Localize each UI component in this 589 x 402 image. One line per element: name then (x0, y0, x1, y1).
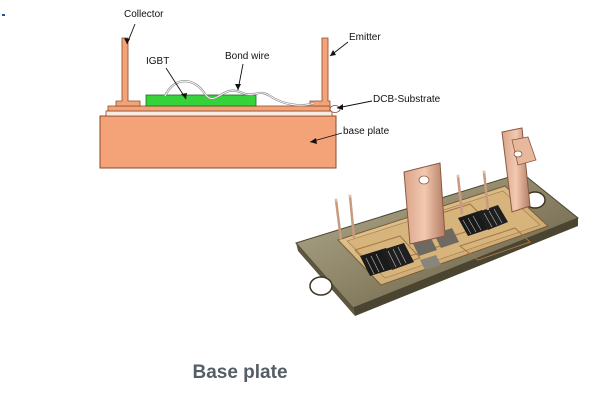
base-plate-arrowhead (310, 138, 317, 144)
bond-wire-highlight (164, 80, 315, 106)
mounting-hole-left (309, 276, 333, 296)
photo-center-terminal-hole (418, 175, 430, 185)
bond-wire-arrowhead (235, 84, 241, 90)
collector-label: Collector (124, 9, 164, 20)
decorative-mark (2, 14, 5, 16)
bond-wire-label: Bond wire (225, 51, 270, 62)
photo-control-pins (334, 171, 490, 241)
base-plate-label: base plate (343, 126, 390, 137)
dcb-substrate-arrowhead (337, 104, 343, 110)
photo-igbt-chips-right (458, 205, 508, 236)
igbt-chip (145, 94, 257, 107)
emitter-label: Emitter (349, 32, 381, 43)
photo-center-terminal (403, 162, 446, 245)
photo-right-terminal-hole (513, 150, 523, 158)
photo-base-plate-edge (353, 218, 578, 316)
emitter-arrowhead (330, 50, 336, 56)
igbt-arrowhead (181, 93, 187, 99)
collector-terminal (115, 37, 141, 107)
photo-igbt-chips-left (360, 243, 414, 276)
dcb-substrate-label: DCB-Substrate (373, 94, 441, 105)
photo-caption: Base plate (192, 362, 288, 383)
base-plate-block (99, 115, 337, 169)
collector-arrowhead (124, 38, 130, 44)
photo-pin-tips (334, 170, 486, 202)
emitter-terminal (309, 37, 331, 107)
igbt-label: IGBT (146, 56, 170, 67)
